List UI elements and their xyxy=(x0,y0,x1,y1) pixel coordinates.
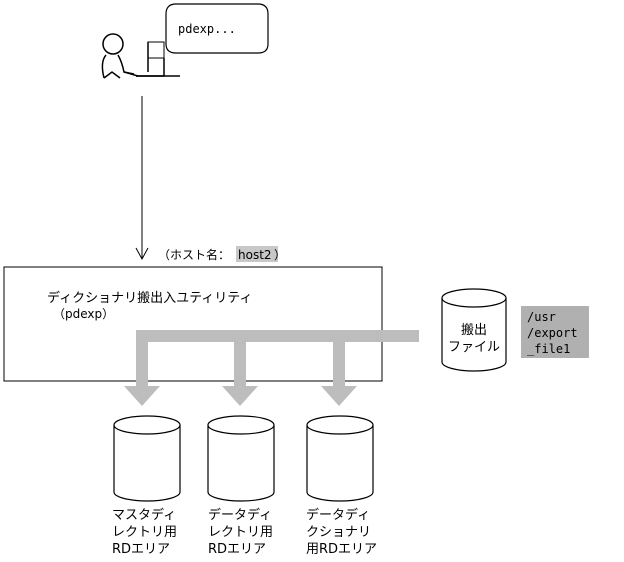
export-path-line-1: /usr xyxy=(527,310,556,324)
rd-area-2-line-1: データディ xyxy=(208,507,272,523)
utility-box xyxy=(3,266,383,382)
command-bubble: pdexp... xyxy=(165,3,269,54)
export-path-line-3: _file1 xyxy=(527,342,570,356)
rd-area-1-line-3: RDエリア xyxy=(112,542,170,557)
rd-area-3-line-1: データディ xyxy=(306,507,370,523)
rd-area-2-line-3: RDエリア xyxy=(208,542,266,557)
data-flow-arrows xyxy=(124,330,419,406)
utility-name: ディクショナリ搬出入ユティリティ xyxy=(47,290,253,306)
flow-arrowhead-1 xyxy=(124,386,160,406)
command-text: pdexp... xyxy=(178,22,236,36)
flow-arrowhead-3 xyxy=(321,386,357,406)
export-file-label-1: 搬出 xyxy=(461,323,487,338)
rd-area-cylinder-2 xyxy=(207,415,275,502)
rd-area-cylinder-1 xyxy=(113,415,181,502)
host-suffix: ） xyxy=(274,248,286,262)
export-file-label-2: ファイル xyxy=(448,340,500,355)
host-prefix: （ホスト名： xyxy=(158,247,230,262)
export-path-box xyxy=(521,306,589,358)
flow-arrowhead-2 xyxy=(222,386,258,406)
host-name: host2 xyxy=(238,248,272,262)
utility-command: （pdexp） xyxy=(53,307,114,321)
user-icon xyxy=(101,33,139,79)
host-label: （ホスト名： host2 ） xyxy=(158,246,286,262)
rd-area-2-line-2: レクトリ用 xyxy=(208,525,273,540)
terminal-icon xyxy=(136,41,180,77)
export-file-cylinder xyxy=(441,288,507,372)
export-path-line-2: /export xyxy=(527,326,578,340)
rd-area-3-line-2: クショナリ xyxy=(306,525,371,540)
host-name-highlight xyxy=(236,246,278,262)
rd-area-3-line-3: 用RDエリア xyxy=(306,542,377,557)
rd-area-1-line-1: マスタディ xyxy=(112,507,176,523)
rd-area-cylinder-3 xyxy=(306,415,374,502)
rd-area-1-line-2: レクトリ用 xyxy=(112,525,177,540)
request-arrow xyxy=(135,96,149,261)
